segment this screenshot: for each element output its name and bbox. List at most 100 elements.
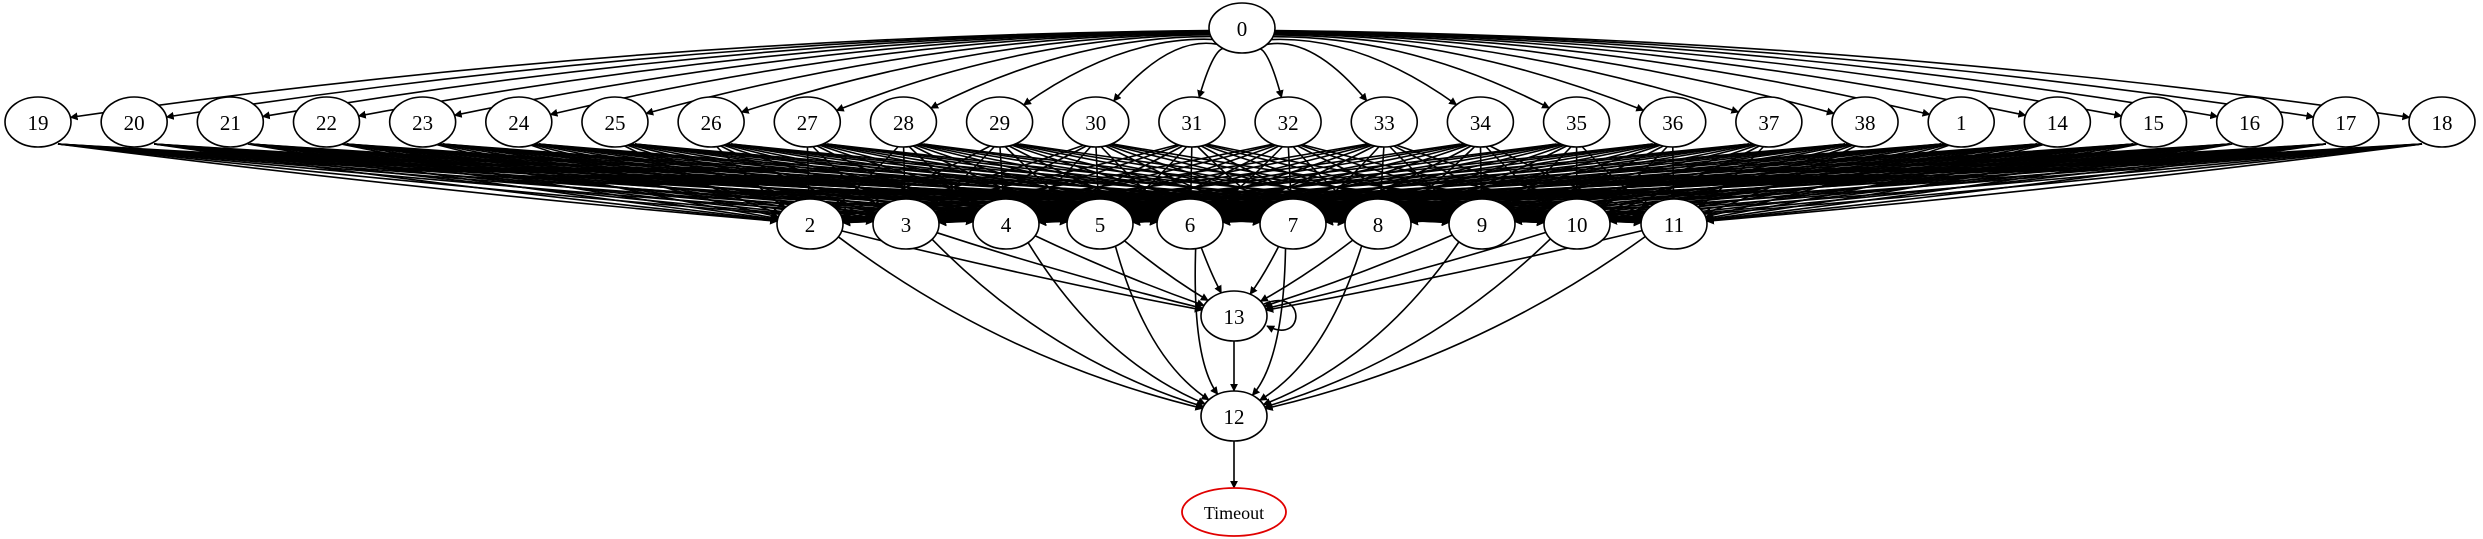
- node-label: 23: [412, 111, 433, 135]
- edge-18-to-4: [1038, 143, 2423, 227]
- node-ellipse: [1448, 198, 1516, 250]
- node-label: 4: [1001, 213, 1012, 237]
- edge-6-to-13: [1200, 247, 1223, 294]
- node-label: 0: [1237, 17, 1248, 41]
- node-19: 19: [4, 96, 72, 148]
- edge-5-to-12: [1114, 245, 1210, 401]
- edge-22-to-2: [340, 143, 779, 223]
- node-ellipse: [869, 96, 938, 148]
- node-ellipse: [388, 96, 457, 148]
- edge-9-to-12: [1262, 241, 1460, 406]
- edge-29-to-4: [998, 143, 1007, 200]
- edge-2-to-12: [837, 236, 1204, 411]
- node-ellipse: [1344, 198, 1412, 250]
- edge-26-to-2: [713, 143, 786, 209]
- node-ellipse: [677, 96, 745, 148]
- node-ellipse: [1158, 96, 1226, 148]
- node-label: 1: [1956, 111, 1967, 135]
- node-17: 17: [2312, 96, 2380, 148]
- node-label: 9: [1477, 213, 1488, 237]
- node-label: 21: [220, 111, 241, 135]
- node-36: 36: [1638, 96, 1707, 148]
- node-38: 38: [1831, 96, 1899, 148]
- node-label: 6: [1185, 213, 1196, 237]
- node-ellipse: [1735, 96, 1803, 148]
- edge-0-to-27: [835, 34, 1211, 112]
- node-ellipse: [196, 96, 265, 148]
- node-ellipse: [1061, 96, 1130, 148]
- node-ellipse: [1350, 96, 1419, 148]
- edge-3-to-12: [931, 238, 1205, 409]
- node-22: 22: [292, 96, 361, 148]
- edge-7-to-13: [1249, 246, 1280, 295]
- node-10: 10: [1543, 198, 1611, 250]
- edge-13-self-loop: [1263, 299, 1297, 333]
- edge-29-to-3: [929, 143, 998, 208]
- node-32: 32: [1254, 96, 1322, 148]
- node-label: 35: [1566, 111, 1587, 135]
- edge-8-to-12: [1259, 245, 1363, 402]
- node-ellipse: [292, 96, 361, 148]
- node-ellipse: [484, 96, 553, 148]
- edge-37-to-2: [842, 143, 1749, 226]
- node-35: 35: [1542, 96, 1611, 148]
- node-label: 31: [1181, 111, 1202, 135]
- node-7: 7: [1259, 198, 1327, 250]
- node-label: 16: [2239, 111, 2260, 135]
- edge-4-to-13: [1034, 235, 1205, 307]
- node-12: 12: [1200, 390, 1268, 442]
- node-label: 36: [1662, 111, 1683, 135]
- node-ellipse: [2215, 96, 2284, 148]
- node-ellipse: [4, 96, 72, 148]
- edge-29-to-2: [839, 143, 995, 215]
- edge-0-to-28: [930, 35, 1212, 109]
- node-ellipse: [1181, 487, 1287, 537]
- node-27: 27: [773, 96, 842, 148]
- edge-0-to-37: [1274, 32, 1740, 114]
- node-label: 25: [604, 111, 625, 135]
- node-label: 38: [1855, 111, 1876, 135]
- edge-20-to-2: [154, 143, 779, 225]
- edge-18-to-11: [1705, 143, 2423, 225]
- edge-18-to-3: [938, 143, 2423, 227]
- node-ellipse: [1542, 96, 1611, 148]
- edge-0-to-38: [1274, 32, 1835, 116]
- edge-6-to-12: [1194, 248, 1219, 395]
- node-ellipse: [776, 198, 844, 250]
- node-label: 27: [797, 111, 818, 135]
- node-ellipse: [1638, 96, 1707, 148]
- edge-30-to-2: [840, 143, 1088, 219]
- edge-27-to-3: [809, 143, 882, 209]
- node-label: 14: [2047, 111, 2069, 135]
- edge-0-to-25: [645, 32, 1210, 116]
- node-ellipse: [1200, 390, 1268, 442]
- node-label: 18: [2432, 111, 2453, 135]
- edge-0-to-29: [1023, 38, 1213, 106]
- node-label: 20: [124, 111, 145, 135]
- node-21: 21: [196, 96, 265, 148]
- node-ellipse: [773, 96, 842, 148]
- node-14: 14: [2023, 96, 2092, 148]
- node-ellipse: [100, 96, 168, 148]
- node-26: 26: [677, 96, 745, 148]
- node-23: 23: [388, 96, 457, 148]
- node-label: 15: [2143, 111, 2164, 135]
- node-label: 8: [1373, 213, 1384, 237]
- node-ellipse: [1254, 96, 1322, 148]
- edge-0-to-23: [453, 30, 1210, 118]
- node-0: 0: [1208, 2, 1276, 54]
- edge-26-to-3: [716, 143, 877, 216]
- node-ellipse: [2119, 96, 2188, 148]
- node-25: 25: [581, 96, 649, 148]
- edge-9-to-13: [1263, 234, 1453, 308]
- node-ellipse: [972, 198, 1040, 250]
- edge-27-to-2: [804, 143, 813, 200]
- node-ellipse: [872, 198, 940, 250]
- edge-0-to-22: [357, 30, 1210, 119]
- edge-3-to-13: [936, 231, 1204, 311]
- edge-0-to-1: [1274, 31, 1931, 117]
- edge-31-to-6: [1186, 143, 1195, 200]
- edge-8-to-13: [1259, 239, 1354, 302]
- node-label: 5: [1095, 213, 1106, 237]
